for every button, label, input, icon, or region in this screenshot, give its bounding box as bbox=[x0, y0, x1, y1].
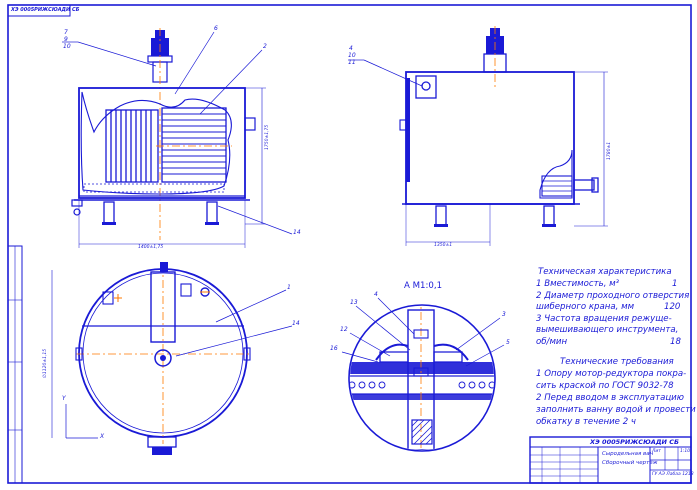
callout-plan-1: 1 bbox=[287, 284, 291, 291]
tech-char-line-1: 1 Вместимость, м³ bbox=[536, 279, 620, 289]
title-block bbox=[529, 436, 692, 484]
tech-char-value-3: 120 bbox=[664, 302, 681, 312]
callout-detail-13: 13 bbox=[350, 299, 358, 306]
tech-char-line-5: вымешивающего инструмента, bbox=[536, 325, 679, 335]
left-margin-strip bbox=[7, 245, 23, 484]
callout-front-2: 2 bbox=[263, 43, 267, 50]
stamp-text: ХЭ 0005РИЖСЮАДИ СБ bbox=[11, 7, 80, 13]
front-view bbox=[62, 28, 293, 248]
dim-side-width: 1350±1 bbox=[434, 243, 453, 248]
callout-detail-12: 12 bbox=[340, 326, 348, 333]
tech-char-line-2: 2 Диаметр проходного отверстия bbox=[536, 291, 690, 301]
callout-detail-5: 5 bbox=[506, 339, 510, 346]
callout-side-10: 10 bbox=[348, 52, 356, 59]
tech-req-line-3: 2 Перед вводом в эксплуатацию bbox=[536, 393, 684, 403]
tech-char-line-4: 3 Частота вращения режуще- bbox=[536, 314, 672, 324]
callout-detail-16: 16 bbox=[330, 345, 338, 352]
tech-req-line-1: 1 Опору мотор-редуктора покра- bbox=[536, 369, 687, 379]
side-tank-body bbox=[405, 71, 575, 205]
title-designation: ХЭ 0005РИЖСЮАДИ СБ bbox=[590, 438, 679, 446]
tech-char-value-1: 1 bbox=[672, 279, 678, 289]
callout-front-7: 7 bbox=[64, 29, 68, 36]
axis-x-label: X bbox=[100, 433, 105, 440]
callout-side-4: 4 bbox=[349, 45, 353, 52]
sheet-frame bbox=[7, 4, 692, 484]
callout-front-10: 10 bbox=[63, 43, 71, 50]
title-sheet-label: Лит bbox=[652, 449, 661, 454]
callout-front-14: 14 bbox=[293, 229, 301, 236]
dim-side-height: 1780±1 bbox=[607, 141, 612, 160]
front-tank-body bbox=[78, 87, 246, 199]
stamp-box bbox=[7, 4, 71, 17]
tech-char-line-6: об/мин bbox=[536, 337, 568, 347]
callout-side-11: 11 bbox=[348, 59, 356, 66]
tech-char-value-6: 18 bbox=[670, 337, 681, 347]
detail-a bbox=[341, 297, 505, 452]
axis-y-label: Y bbox=[62, 395, 66, 402]
detail-circle bbox=[348, 304, 496, 452]
callout-front-6: 6 bbox=[214, 25, 218, 32]
tech-req-line-2: сить краской по ГОСТ 9032-78 bbox=[536, 381, 674, 391]
tech-char-line-3: шиберного крана, мм bbox=[536, 302, 635, 312]
dim-plan-diameter: ∅1120±1,15 bbox=[43, 348, 48, 378]
tech-req-line-5: обкатку в течение 2 ч bbox=[536, 417, 636, 427]
tech-char-title: Техническая характеристика bbox=[538, 267, 672, 277]
title-organization: ГУ АЭ Лабаа 1218 bbox=[652, 472, 694, 477]
callout-detail-4: 4 bbox=[374, 291, 378, 298]
title-mass: 1:10 bbox=[680, 449, 691, 454]
detail-title: А М1:0,1 bbox=[404, 281, 443, 291]
front-agitator-frame bbox=[105, 109, 159, 183]
side-view bbox=[348, 26, 608, 246]
dim-front-width: 1400±1,75 bbox=[138, 245, 164, 250]
dim-front-height: 1750±1,75 bbox=[265, 124, 270, 150]
plan-view bbox=[51, 262, 293, 455]
callout-plan-14: 14 bbox=[292, 320, 300, 327]
title-name-1: Сыродельная ван bbox=[602, 451, 654, 457]
callout-front-9: 9 bbox=[64, 36, 68, 43]
tech-req-line-4: заполнить ванну водой и провести bbox=[536, 405, 696, 415]
title-name-2: Сборочный чертёж bbox=[602, 460, 658, 466]
callout-detail-3: 3 bbox=[502, 311, 506, 318]
tech-req-title: Технические требования bbox=[560, 357, 674, 367]
